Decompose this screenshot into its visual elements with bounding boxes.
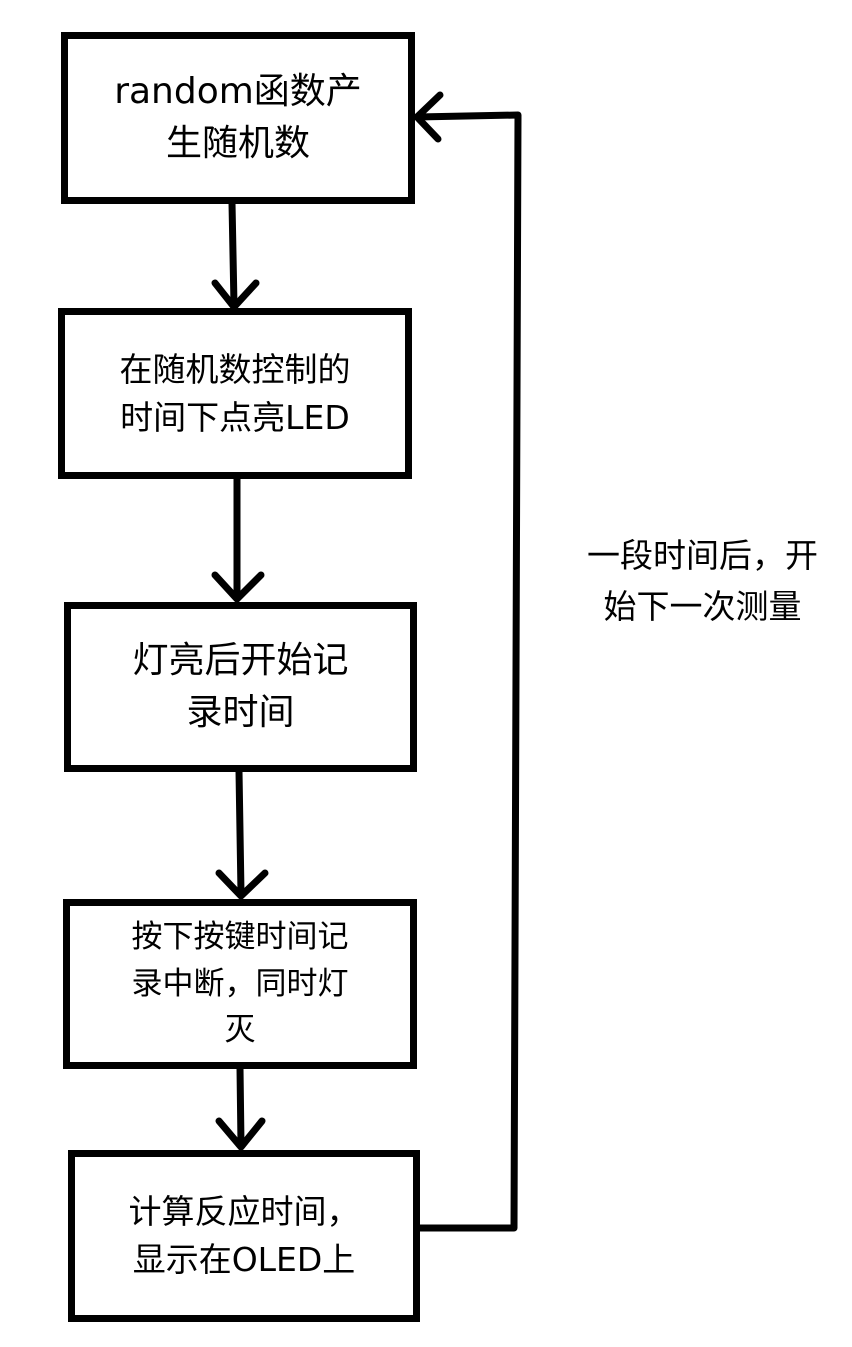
arrow-step2-to-step3 <box>211 474 265 603</box>
arrow-step3-to-step4 <box>215 767 269 900</box>
step-box-button-press: 按下按键时间记 录中断，同时灯 灭 <box>63 899 417 1069</box>
arrow-step1-to-step2 <box>211 199 260 311</box>
step-box-label: 灯亮后开始记 录时间 <box>132 639 349 733</box>
loop-back-arrow <box>409 91 522 1232</box>
step-box-label: 计算反应时间， 显示在OLED上 <box>128 1192 360 1279</box>
step-box-label: 按下按键时间记 录中断，同时灯 灭 <box>131 919 349 1049</box>
arrow-step4-to-step5 <box>215 1064 266 1151</box>
step-box-start-timing: 灯亮后开始记 录时间 <box>64 602 417 772</box>
step-box-label: 在随机数控制的 时间下点亮LED <box>119 349 351 437</box>
step-box-light-led: 在随机数控制的 时间下点亮LED <box>58 308 412 479</box>
step-box-label: random函数产 生随机数 <box>114 70 362 164</box>
loop-back-label: 一段时间后，开 始下一次测量 <box>587 536 818 627</box>
step-box-generate-random: random函数产 生随机数 <box>61 32 415 204</box>
step-box-compute-display: 计算反应时间， 显示在OLED上 <box>68 1150 420 1322</box>
